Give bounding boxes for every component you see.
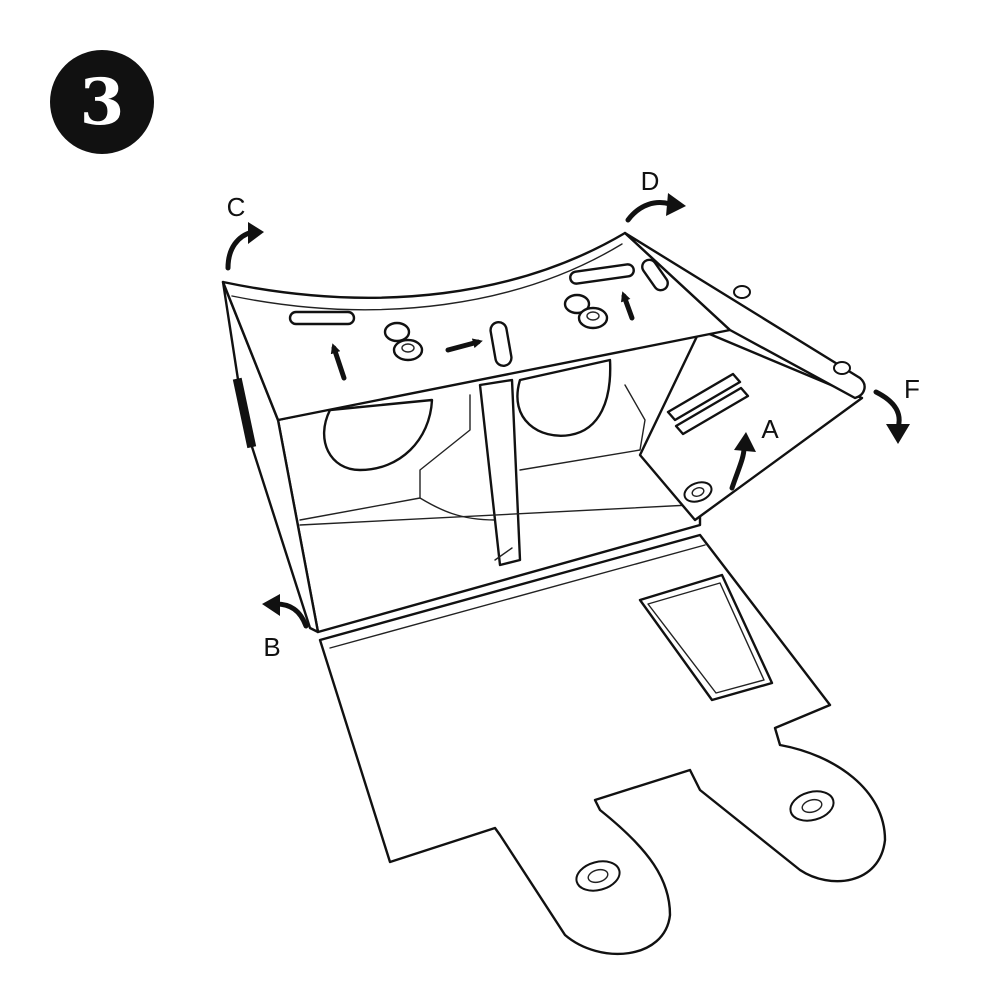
fold-arrow-f	[873, 389, 910, 444]
top-slot-left	[288, 310, 356, 326]
arrow-d-curve	[625, 200, 673, 223]
up-arrow-right	[621, 291, 635, 321]
tab-hole-right-inner	[801, 798, 823, 814]
stud-right	[563, 293, 609, 330]
right-lens	[516, 358, 612, 437]
fold-arrow-c	[225, 222, 264, 271]
arrow-a-head	[734, 432, 756, 452]
top-panel	[221, 231, 732, 422]
label-a: A	[761, 414, 779, 444]
up-arrow-left	[330, 343, 347, 381]
fold-arrow-b	[262, 594, 309, 629]
label-b: B	[263, 632, 280, 662]
label-f: F	[904, 374, 920, 404]
label-c: C	[227, 192, 246, 222]
right-tab-hole-1	[733, 285, 751, 299]
viewer-interior	[276, 328, 702, 634]
arrow-d-head	[666, 193, 686, 216]
step-number: 3	[80, 65, 125, 140]
top-panel-edge	[231, 243, 623, 311]
right-flap-hole-inner	[691, 487, 705, 497]
rect-cutout	[638, 573, 774, 702]
top-slot-right	[569, 263, 635, 285]
left-panel-curve	[419, 497, 496, 521]
left-wall-slot	[232, 377, 257, 449]
left-lens	[322, 398, 434, 472]
right-tab-strip-outline	[623, 231, 866, 400]
tab-hole-right	[789, 790, 835, 822]
arrow-f-curve	[873, 389, 902, 431]
arrow-c-head	[248, 222, 264, 244]
fold-arrow-d	[625, 193, 686, 223]
center-divider	[478, 378, 522, 567]
divider-notch	[494, 547, 513, 561]
right-tab-slot	[641, 258, 669, 292]
stud-left	[383, 321, 424, 362]
right-flap-slot-1	[666, 372, 742, 422]
right-flap-outline	[638, 328, 864, 522]
fold-line	[329, 544, 706, 649]
bottom-flap	[318, 533, 887, 955]
arrow-f-head	[886, 424, 910, 444]
tab-hole-left-inner	[587, 868, 609, 884]
label-d: D	[641, 166, 660, 196]
step-badge: 3	[50, 50, 154, 154]
interior-floor	[299, 504, 691, 526]
right-flap-slot-2	[674, 386, 750, 436]
step-badge-circle	[50, 50, 154, 154]
top-slot-vertical	[489, 321, 513, 367]
right-tab-hole-2	[833, 361, 851, 375]
right-flap	[638, 328, 864, 522]
right-tab-strip	[623, 231, 866, 400]
right-flap-hole	[683, 481, 713, 503]
arrow-b-head	[262, 594, 280, 616]
right-arrow-center	[445, 338, 483, 353]
arrow-b-curve	[273, 601, 309, 629]
right-lens-panel	[519, 384, 646, 471]
rect-cutout-inner	[647, 582, 765, 694]
fold-arrow-a	[729, 432, 756, 491]
tab-hole-left	[575, 860, 621, 892]
left-lens-panel	[299, 394, 471, 521]
